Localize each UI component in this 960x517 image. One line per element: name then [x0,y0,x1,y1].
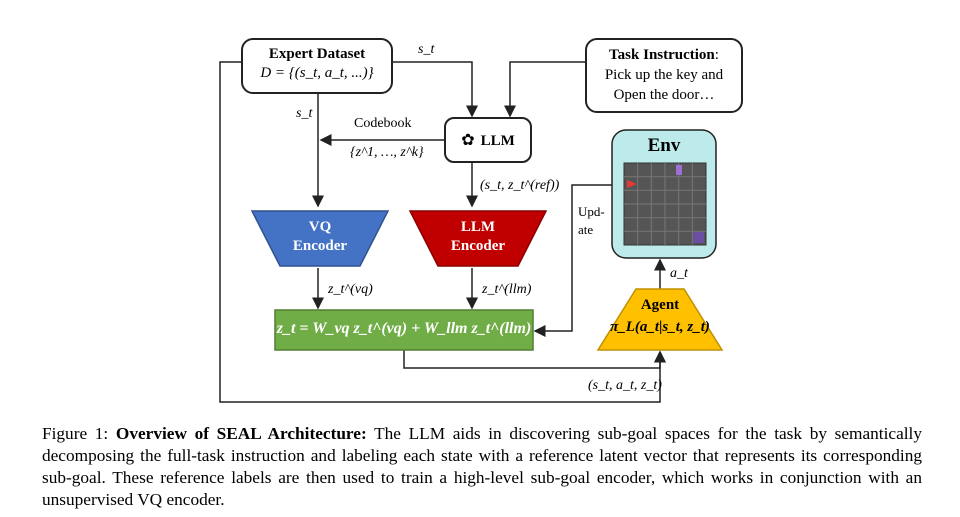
agent-marker-icon [627,180,637,188]
agent-shape [596,288,724,351]
arrow-task-to-llm [504,61,586,118]
vq-encoder-shape [250,210,390,267]
arrow-combine-to-agent [403,350,666,369]
llm-encoder-shape [408,210,548,267]
label-update-2: ate [578,222,594,237]
label-z-vq: z_t^(vq) [328,282,373,297]
llm-encoder-label: LLM Encoder [438,218,518,256]
combine-box-shape [274,309,534,351]
agent-label: Agent π_L(a_t|s_t, z_t) [600,294,720,338]
combine-formula: z_t = W_vq z_t^(vq) + W_llm z_t^(llm) [276,320,532,337]
label-z-llm: z_t^(llm) [482,282,532,297]
figure-caption: Figure 1: Overview of SEAL Architecture:… [42,423,922,511]
task-instruction-box: Task Instruction: Pick up the key and Op… [585,38,743,113]
figure-connectors [219,61,724,403]
vq-encoder-line2: Encoder [292,238,348,254]
llm-encoder-line1: LLM [460,219,496,235]
llm-box: ✿ LLM [444,117,532,163]
vq-encoder-line1: VQ [308,219,332,235]
vq-encoder-label: VQ Encoder [280,218,360,256]
label-st-left: s_t [296,106,313,121]
label-a-t: a_t [670,266,688,281]
label-update-1: Upd- [578,204,605,219]
arrow-loop [219,61,666,403]
task-instruction-line1: Pick up the key and [604,67,724,83]
env-grid-lines [624,163,706,245]
agent-title: Agent [640,297,680,313]
expert-dataset-box: Expert Dataset D = {(s_t, a_t, ...)} [241,38,393,94]
caption-bold: Overview of SEAL Architecture: [115,424,367,443]
expert-dataset-title: Expert Dataset [268,46,366,62]
openai-icon: ✿ [461,132,475,149]
door-icon [693,232,704,243]
label-codebook-set: {z^1, …, z^k} [350,145,424,160]
label-tuple: (s_t, a_t, z_t) [588,378,662,393]
llm-encoder-line2: Encoder [450,238,506,254]
expert-dataset-formula: D = {(s_t, a_t, ...)} [260,65,374,81]
caption-text: The LLM aids in discovering sub-goal spa… [42,424,922,509]
task-instruction-line2: Open the door… [613,87,715,103]
label-st-top: s_t [418,42,435,57]
arrow-env-update [533,184,614,337]
task-instruction-title: Task Instruction [609,47,715,63]
arrow-dataset-to-llm [392,61,478,118]
task-instruction-colon: : [714,47,719,63]
key-icon [676,165,682,175]
label-codebook: Codebook [354,116,412,131]
agent-policy: π_L(a_t|s_t, z_t) [610,319,710,335]
env-label: Env [647,135,681,156]
caption-prefix: Figure 1: [42,424,116,443]
llm-label: LLM [480,133,515,149]
label-st-zref: (s_t, z_t^(ref)) [480,178,560,193]
